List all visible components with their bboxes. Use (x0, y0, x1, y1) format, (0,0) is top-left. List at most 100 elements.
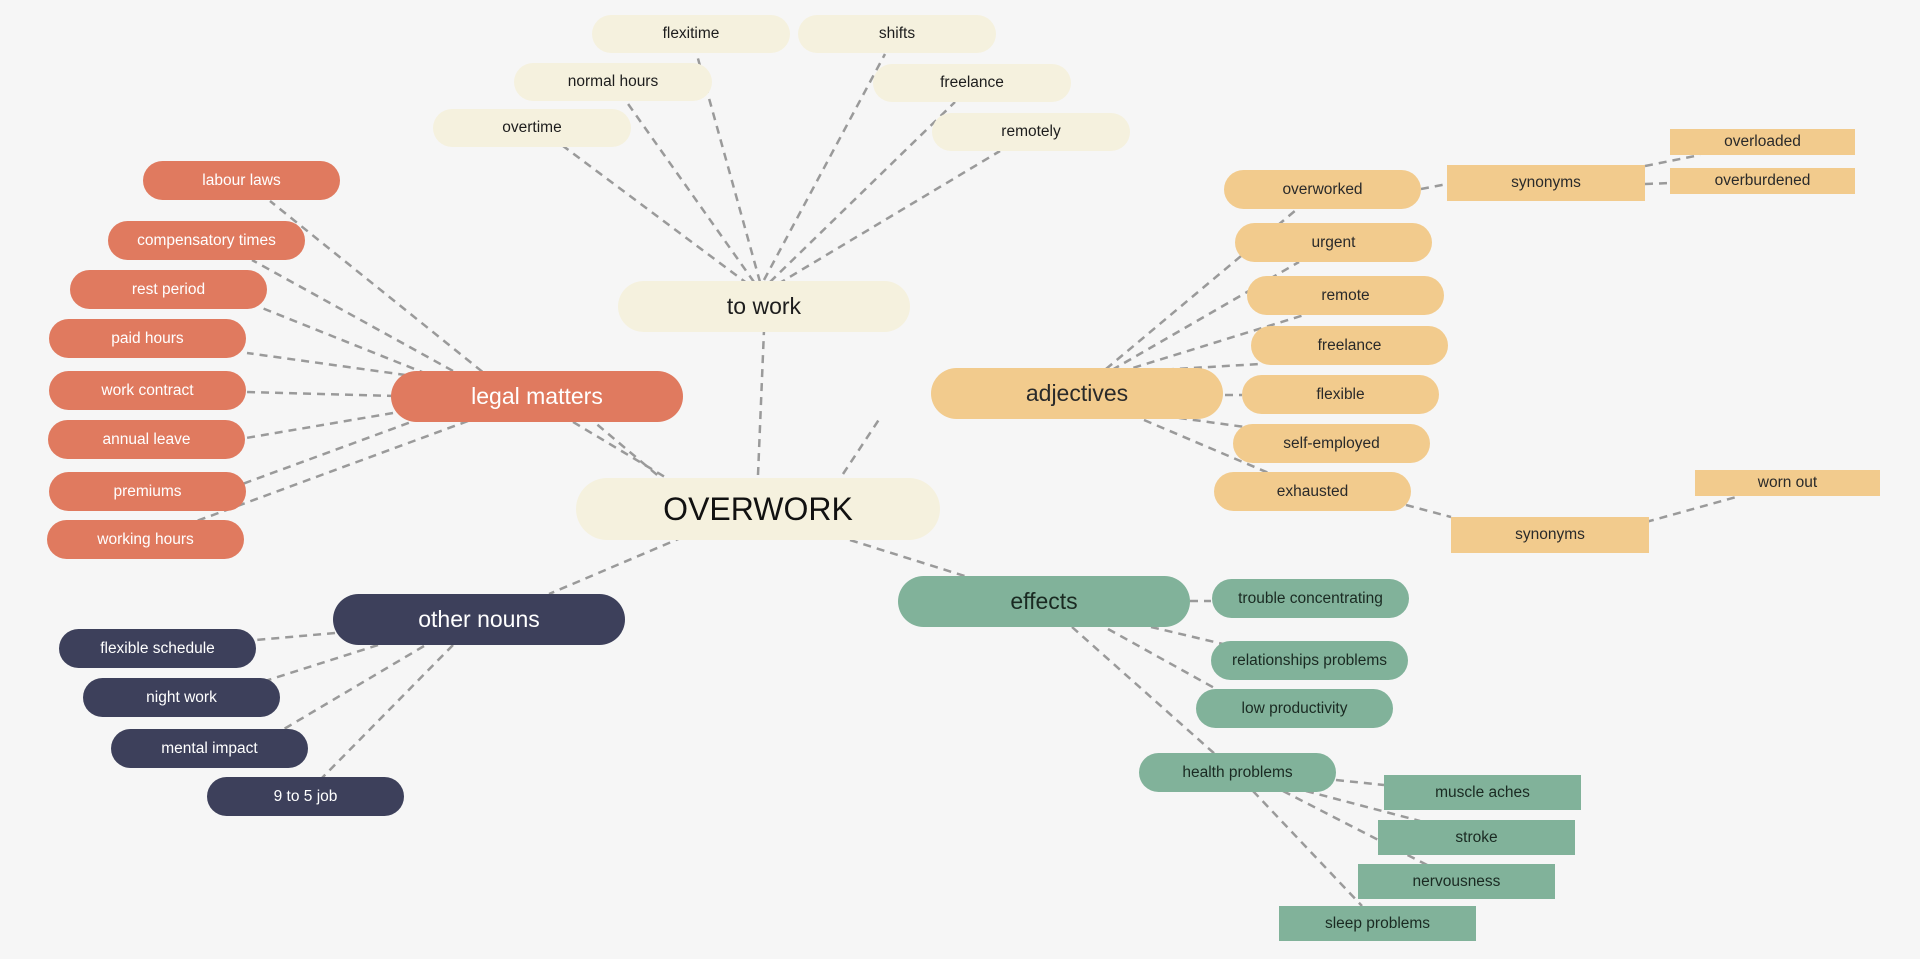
leaf-9-to-5-job[interactable]: 9 to 5 job (207, 777, 404, 816)
leaf-night-work[interactable]: night work (83, 678, 280, 717)
leaf-label: relationships problems (1231, 651, 1388, 669)
leaf-label: paid hours (111, 329, 184, 347)
leaf-low-productivity[interactable]: low productivity (1196, 689, 1393, 728)
leaf-label: nervousness (1412, 872, 1501, 890)
connector-line (849, 538, 972, 580)
leaf-label: overworked (1282, 180, 1363, 198)
leaf-compensatory-times[interactable]: compensatory times (108, 221, 305, 260)
leaf-rest-period[interactable]: rest period (70, 270, 267, 309)
connector-line (1645, 494, 1741, 524)
branch-to-work[interactable]: to work (618, 281, 910, 332)
branch-label: adjectives (1025, 380, 1129, 406)
leaf-label: low productivity (1241, 699, 1348, 717)
connector-line (1420, 182, 1448, 191)
leaf-overloaded[interactable]: overloaded (1670, 129, 1855, 155)
connector-line (269, 200, 516, 399)
leaf-overburdened[interactable]: overburdened (1670, 168, 1855, 194)
connector-line (1335, 778, 1385, 787)
branch-other-nouns[interactable]: other nouns (333, 594, 625, 645)
leaf-freelance-work[interactable]: freelance (873, 64, 1071, 102)
leaf-label: muscle aches (1435, 783, 1530, 801)
branch-effects[interactable]: effects (898, 576, 1190, 627)
leaf-label: 9 to 5 job (273, 787, 338, 805)
connector-line (1123, 362, 1261, 374)
leaf-sleep-problems[interactable]: sleep problems (1279, 906, 1476, 941)
leaf-label: exhausted (1276, 482, 1349, 500)
connector-line (777, 149, 1001, 286)
leaf-overtime[interactable]: overtime (433, 109, 631, 147)
leaf-work-contract[interactable]: work contract (49, 371, 246, 410)
leaf-label: rest period (131, 280, 206, 298)
leaf-overworked[interactable]: overworked (1224, 170, 1421, 209)
leaf-muscle-aches[interactable]: muscle aches (1384, 775, 1581, 810)
leaf-label: overtime (502, 119, 562, 137)
branch-label: effects (1010, 588, 1078, 614)
leaf-self-employed[interactable]: self-employed (1233, 424, 1430, 463)
leaf-premiums[interactable]: premiums (49, 472, 246, 511)
connector-line (1150, 625, 1224, 646)
branch-adjectives[interactable]: adjectives (931, 368, 1223, 419)
connector-line (246, 351, 421, 379)
leaf-label: night work (146, 688, 217, 706)
leaf-remote[interactable]: remote (1247, 276, 1444, 315)
leaf-freelance-adj[interactable]: freelance (1251, 326, 1448, 365)
leaf-flexitime[interactable]: flexitime (592, 15, 790, 53)
leaf-label: shifts (878, 25, 916, 43)
leaf-shifts[interactable]: shifts (798, 15, 996, 53)
connector-line (554, 138, 749, 286)
leaf-paid-hours[interactable]: paid hours (49, 319, 246, 358)
leaf-flexible-schedule[interactable]: flexible schedule (59, 629, 256, 668)
leaf-label: sleep problems (1324, 914, 1431, 932)
leaf-urgent[interactable]: urgent (1235, 223, 1432, 262)
connector-line (1143, 418, 1272, 476)
connector-line (756, 329, 766, 476)
leaf-label: freelance (1317, 336, 1382, 354)
leaf-labour-laws[interactable]: labour laws (143, 161, 340, 200)
connector-line (624, 100, 756, 283)
leaf-label: working hours (97, 530, 194, 548)
leaf-trouble-concentrating[interactable]: trouble concentrating (1212, 579, 1409, 618)
connector-line (1305, 789, 1421, 823)
leaf-label: remote (1321, 286, 1370, 304)
leaf-mental-impact[interactable]: mental impact (111, 729, 308, 768)
leaf-remotely[interactable]: remotely (932, 113, 1130, 151)
leaf-exhausted[interactable]: exhausted (1214, 472, 1411, 511)
connector-line (769, 101, 956, 283)
synonyms-exhausted-node[interactable]: synonyms (1451, 517, 1649, 553)
connector-line (283, 644, 425, 731)
leaf-label: work contract (101, 381, 194, 399)
connector-line (841, 417, 882, 475)
leaf-health-problems[interactable]: health problems (1139, 753, 1336, 792)
leaf-flexible[interactable]: flexible (1242, 375, 1439, 414)
leaf-label: health problems (1182, 763, 1293, 781)
leaf-normal-hours[interactable]: normal hours (514, 63, 712, 101)
leaf-relationships-problems[interactable]: relationships problems (1211, 641, 1408, 680)
leaf-worn-out[interactable]: worn out (1695, 470, 1880, 496)
connector-line (246, 390, 396, 398)
connector-line (261, 643, 379, 684)
leaf-nervousness[interactable]: nervousness (1358, 864, 1555, 899)
synonyms-overworked-node[interactable]: synonyms (1447, 165, 1645, 201)
leaf-label: synonyms (1511, 174, 1581, 192)
leaf-annual-leave[interactable]: annual leave (48, 420, 245, 459)
connector-line (1252, 790, 1363, 907)
leaf-stroke[interactable]: stroke (1378, 820, 1575, 855)
connector-line (245, 411, 394, 440)
leaf-label: overloaded (1724, 133, 1801, 151)
leaf-label: mental impact (161, 739, 258, 757)
central-topic-node[interactable]: OVERWORK (576, 478, 940, 540)
connector-line (1644, 181, 1671, 186)
leaf-working-hours[interactable]: working hours (47, 520, 244, 559)
connector-line (225, 416, 423, 492)
connector-line (592, 420, 701, 512)
branch-legal-matters[interactable]: legal matters (391, 371, 683, 422)
leaf-label: flexible (1316, 385, 1365, 403)
leaf-label: flexible schedule (100, 639, 215, 657)
leaf-label: trouble concentrating (1238, 589, 1383, 607)
connector-line (1405, 503, 1452, 519)
connector-line (548, 535, 684, 596)
branch-label: legal matters (471, 383, 603, 409)
leaf-label: overburdened (1714, 172, 1811, 190)
